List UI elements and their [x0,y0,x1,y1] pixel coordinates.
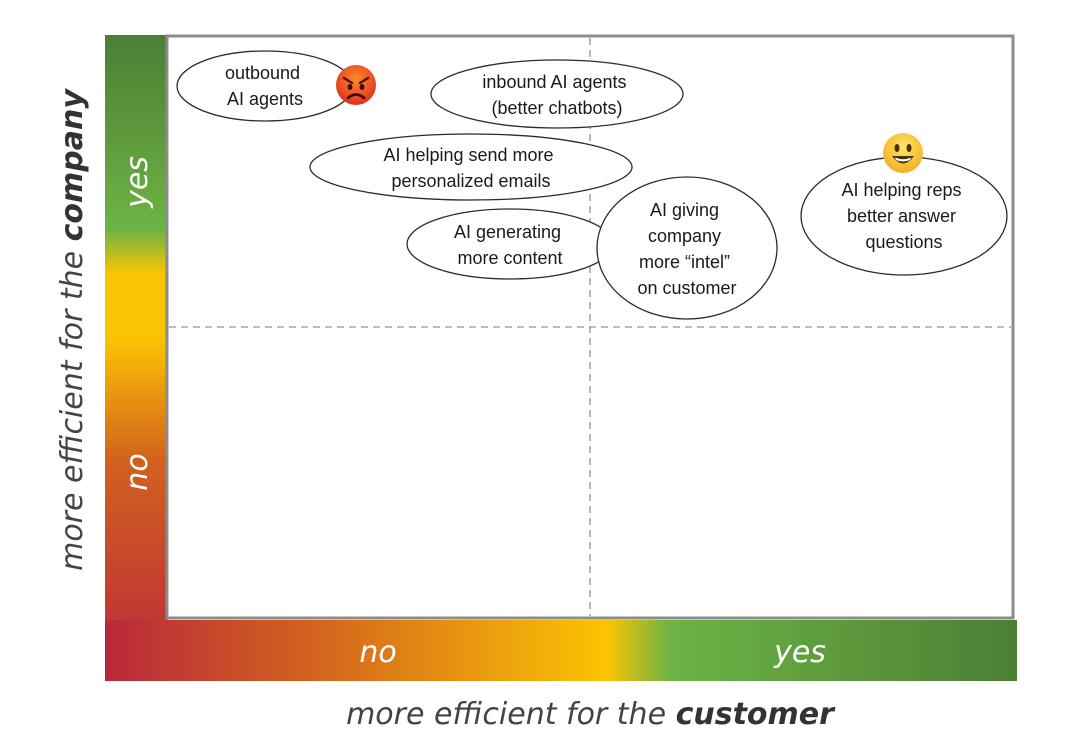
bubble-line: (better chatbots) [491,98,622,118]
bubble-personalized-emails-text: AI helping send more personalized emails [383,145,558,191]
x-axis-high-label: yes [773,635,826,670]
bubble-reps-answer-questions-text: AI helping reps better answer questions [841,180,966,252]
x-axis-bar [105,620,1017,681]
smiling-face-icon [883,133,923,173]
bubble-line: outbound [225,63,300,83]
y-axis-title-emphasis: company [55,88,90,242]
y-axis-high-label: yes [120,156,155,209]
bubble-line: more content [457,248,562,268]
bubble-line: AI helping send more [383,145,553,165]
bubble-line: questions [865,232,942,252]
x-axis-low-label: no [359,635,396,670]
bubble-inbound-ai-agents-text: inbound AI agents (better chatbots) [482,72,631,118]
x-axis-title-emphasis: customer [676,697,837,732]
bubble-outbound-ai-agents: outbound AI agents [176,50,354,122]
bubble-line: AI agents [227,89,303,109]
bubble-outbound-ai-agents-text: outbound AI agents [225,63,305,109]
angry-face-icon [336,65,376,105]
bubble-line: better answer [847,206,956,226]
bubble-line: inbound AI agents [482,72,626,92]
x-axis-title: more efficient for the customer [346,697,836,732]
y-axis-title-prefix: more efficient for the [55,241,90,571]
bubble-line: AI giving [650,200,719,220]
bubble-generating-content-text: AI generating more content [454,222,566,268]
y-axis-low-label: no [120,453,155,490]
bubble-line: more “intel” [639,252,730,272]
bubble-line: on customer [637,278,736,298]
bubble-line: company [648,226,721,246]
y-axis-title: more efficient for the company [55,88,90,571]
x-axis-title-prefix: more efficient for the [346,697,676,732]
y-axis-bar [105,35,168,681]
bubble-reps-answer-questions: AI helping reps better answer questions [800,156,1008,276]
bubble-personalized-emails: AI helping send more personalized emails [309,133,633,201]
bubble-line: AI helping reps [841,180,961,200]
bubble-line: AI generating [454,222,561,242]
bubble-line: personalized emails [391,171,550,191]
bubble-company-intel-text: AI giving company more “intel” on custom… [637,200,736,298]
bubble-inbound-ai-agents: inbound AI agents (better chatbots) [430,59,684,129]
bubble-company-intel: AI giving company more “intel” on custom… [596,176,778,320]
bubble-generating-content: AI generating more content [406,208,614,280]
